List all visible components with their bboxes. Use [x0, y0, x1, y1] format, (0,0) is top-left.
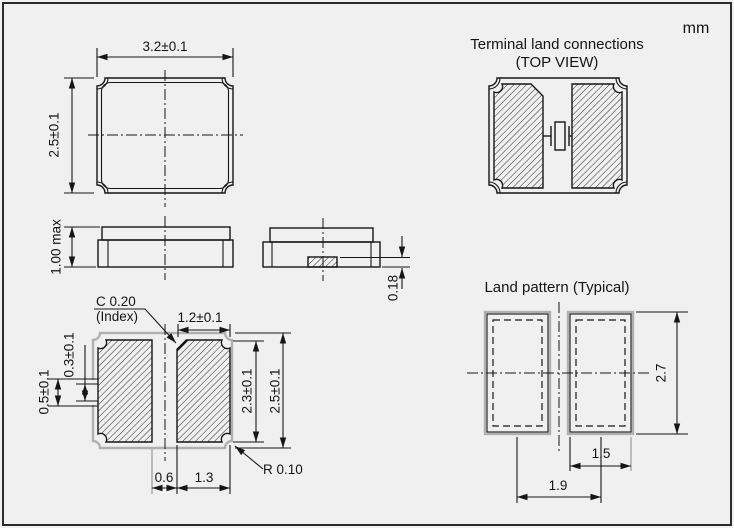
top-view-corner-castellations [96, 77, 234, 194]
front-view-lid [101, 226, 231, 241]
bottom-view-body-outline [91, 331, 234, 450]
front-view: 1.00 max [49, 216, 234, 280]
dim-notch-inner: 0.3±0.1 [62, 333, 77, 378]
radius-leader [234, 445, 264, 470]
dim-land-height: 2.7 [654, 364, 669, 383]
dim-electrode-thickness: 0.18 [386, 275, 401, 301]
dim-max-height: 1.00 max [49, 219, 64, 275]
dim-pad-width: 1.2±0.1 [178, 310, 223, 325]
top-view: 3.2±0.1 2.5±0.1 [47, 39, 243, 207]
dim-top-width: 3.2±0.1 [143, 39, 188, 54]
dim-chamfer: C 0.20 [96, 294, 136, 309]
top-view-body-outline [96, 77, 234, 194]
dim-top-height: 2.5±0.1 [47, 113, 62, 158]
terminal-land-title: Terminal land connections [470, 36, 643, 53]
terminal-land-corner-castellations [488, 77, 628, 194]
terminal-pad-left [493, 83, 544, 189]
unit-label: mm [683, 20, 710, 37]
dim-pad-length: 2.3±0.1 [240, 369, 255, 414]
crystal-symbol [543, 121, 572, 151]
bottom-view: 0.5±0.1 0.3±0.1 C 0.20 (Index) 1.2±0.1 2… [37, 294, 303, 494]
land-pattern-view: Land pattern (Typical) 2.7 1.5 1.9 [467, 279, 688, 503]
chamfer-note: (Index) [96, 309, 138, 324]
side-view: 0.18 [262, 218, 410, 301]
terminal-land-subtitle: (TOP VIEW) [516, 54, 599, 71]
chamfer-leader [94, 308, 177, 344]
bottom-pad-right [176, 339, 231, 443]
terminal-pad-right [571, 83, 623, 189]
terminal-land-body-outline [488, 77, 628, 194]
dim-pad-width-bottom: 1.3 [195, 470, 214, 485]
dim-body-length: 2.5±0.1 [268, 369, 283, 414]
side-view-lid [269, 227, 374, 243]
dim-land-pitch: 1.9 [549, 478, 568, 493]
terminal-land-view: Terminal land connections (TOP VIEW) [470, 36, 644, 194]
dim-notch-outer: 0.5±0.1 [37, 370, 52, 415]
dim-corner-radius: R 0.10 [263, 462, 303, 477]
land-pattern-title: Land pattern (Typical) [484, 279, 629, 296]
index-chamfer-edge [176, 339, 188, 351]
dim-pad-gap: 0.6 [155, 470, 174, 485]
bottom-pad-left [97, 339, 153, 443]
